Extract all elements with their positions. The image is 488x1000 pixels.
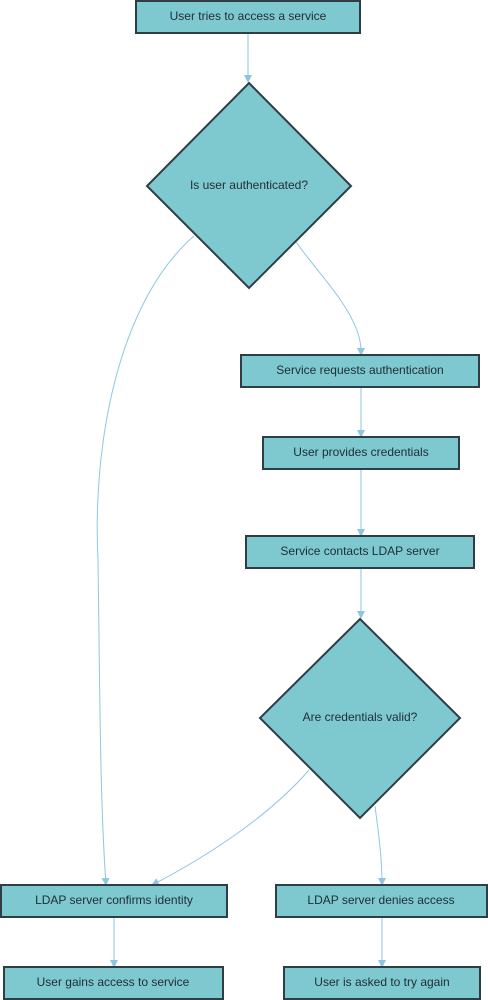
node-provides-credentials-label: User provides credentials [293, 445, 428, 459]
node-denies-access-label: LDAP server denies access [307, 893, 454, 907]
node-contacts-ldap-label: Service contacts LDAP server [280, 544, 439, 558]
node-try-again-label: User is asked to try again [314, 975, 449, 989]
edge-decision-valid-to-denies-access [374, 805, 386, 886]
edge-decision-authenticated-to-requests-auth [295, 241, 365, 356]
node-contacts-ldap: Service contacts LDAP server [245, 535, 475, 569]
decision-authenticated-label: Is user authenticated? [190, 178, 308, 192]
decision-authenticated: Is user authenticated? [145, 81, 353, 290]
node-start-label: User tries to access a service [170, 9, 327, 23]
decision-valid: Are credentials valid? [258, 617, 462, 820]
node-try-again: User is asked to try again [283, 966, 481, 1000]
node-gains-access: User gains access to service [3, 966, 224, 1000]
node-requests-auth: Service requests authentication [240, 354, 480, 388]
node-gains-access-label: User gains access to service [37, 975, 190, 989]
node-start: User tries to access a service [135, 0, 361, 34]
decision-valid-label: Are credentials valid? [303, 710, 418, 724]
node-denies-access: LDAP server denies access [275, 884, 488, 918]
edges-group [96, 34, 386, 968]
node-requests-auth-label: Service requests authentication [276, 363, 443, 377]
node-provides-credentials: User provides credentials [262, 436, 460, 470]
edge-decision-valid-to-confirms-identity [151, 769, 310, 886]
edge-decision-authenticated-to-confirms-identity [96, 235, 195, 886]
node-confirms-identity-label: LDAP server confirms identity [35, 893, 193, 907]
node-confirms-identity: LDAP server confirms identity [0, 884, 228, 918]
